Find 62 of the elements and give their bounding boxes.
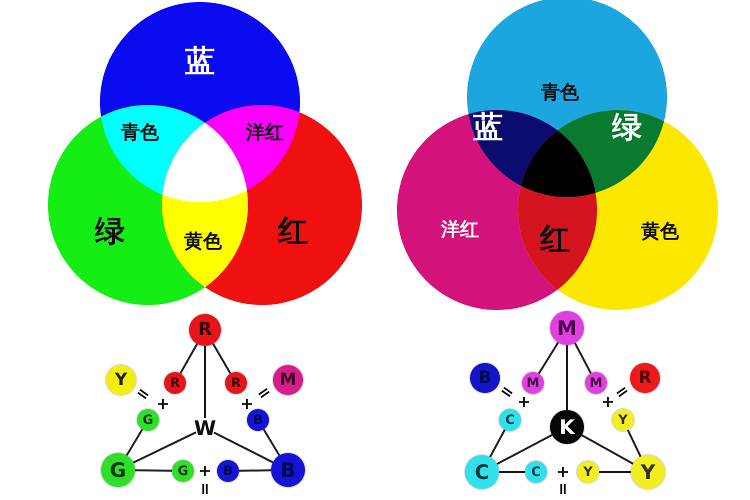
operator-sign: + (240, 396, 254, 412)
letter-circle: M (273, 365, 303, 395)
color-name: 蓝 (185, 47, 215, 77)
letter-circle: R (225, 372, 247, 394)
connector-line (213, 432, 274, 464)
connector-line (262, 428, 280, 456)
color-name: 青色 (541, 84, 579, 102)
letter-circle: R (189, 314, 221, 346)
letter-circle: Y (612, 409, 634, 431)
letter-circle: M (550, 311, 584, 345)
connector-line (538, 342, 559, 374)
operator-sign: = (197, 482, 213, 496)
color-name: 红 (278, 217, 308, 247)
color-name: 洋红 (441, 220, 479, 240)
overlap-color-name: 绿 (612, 113, 642, 143)
letter-circle: Y (631, 455, 665, 489)
letter-label: W (195, 418, 215, 438)
letter-circle: G (101, 453, 135, 487)
letter-circle: B (247, 409, 269, 431)
operator-sign: + (156, 396, 170, 412)
letter-circle: C (465, 455, 499, 489)
connector-line (499, 471, 525, 473)
operator-sign: = (555, 482, 571, 496)
connector-line (134, 469, 172, 472)
color-name: 绿 (95, 217, 125, 247)
connector-line (581, 434, 634, 465)
connector-line (566, 345, 568, 410)
letter-circle: B (217, 460, 239, 482)
connector-line (599, 471, 631, 473)
letter-circle: B (470, 363, 500, 393)
connector-line (212, 343, 232, 374)
letter-circle: C (525, 461, 547, 483)
connector-line (574, 342, 592, 374)
connector-line (180, 343, 198, 374)
letter-circle: C (499, 409, 521, 431)
connector-line (126, 428, 144, 456)
letter-circle: K (550, 410, 584, 444)
overlap-color-name: 红 (540, 225, 570, 255)
letter-circle: B (271, 453, 305, 487)
color-name: 黄色 (641, 222, 679, 242)
letter-circle: Y (577, 461, 599, 483)
overlap-color-name: 黄色 (184, 232, 222, 252)
connector-line (204, 346, 206, 418)
letter-circle: M (522, 372, 544, 394)
overlap-color-name: 蓝 (473, 113, 503, 143)
operator-sign: = (254, 382, 274, 404)
operator-sign: + (198, 463, 212, 479)
letter-circle: G (172, 460, 194, 482)
connector-line (238, 469, 272, 472)
operator-sign: + (517, 394, 531, 410)
letter-circle: R (630, 363, 660, 393)
overlap-color-name: 青色 (121, 124, 159, 142)
letter-circle: M (585, 372, 607, 394)
connector-line (496, 434, 552, 465)
letter-circle: R (164, 372, 186, 394)
letter-circle: Y (106, 365, 136, 395)
letter-circle: G (137, 409, 159, 431)
operator-sign: + (556, 464, 570, 480)
overlap-color-name: 洋红 (246, 124, 284, 142)
connector-line (626, 429, 642, 458)
connector-line (489, 429, 506, 458)
connector-line (132, 431, 196, 464)
